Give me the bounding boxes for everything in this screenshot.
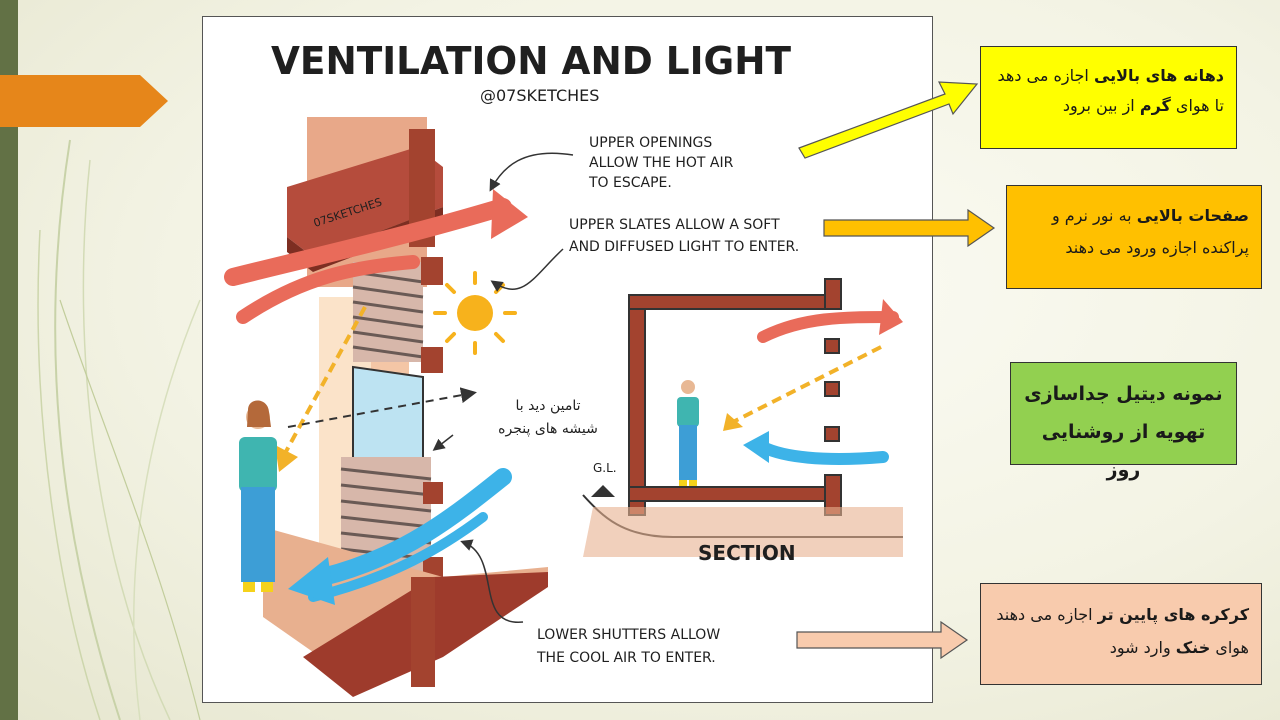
note-upper-openings-line3: TO ESCAPE. <box>588 175 672 191</box>
title-arrow-tab <box>0 75 168 127</box>
callout1-text1: اجازه می دهد تا هوای <box>997 66 1224 115</box>
callout-upper-openings: دهانه های بالایی اجازه می دهد تا هوای گر… <box>980 46 1237 149</box>
note-lower-shutters-line2: THE COOL AIR TO ENTER. <box>536 650 716 666</box>
section-label: SECTION <box>698 541 796 565</box>
note-upper-slates-line1: UPPER SLATES ALLOW A SOFT <box>569 217 780 233</box>
ventilation-sketch: VENTILATION AND LIGHT @07SKETCHES 07SKET… <box>202 16 933 703</box>
persian-view-note-line1: تامین دید با <box>515 398 581 414</box>
callout2-text1: به نور نرم و پراکنده اجازه ورود می دهند <box>1051 206 1249 257</box>
upper-slates <box>352 257 443 373</box>
callout4-text2: وارد شود <box>1109 638 1176 657</box>
ground-level-label: G.L. <box>593 461 617 475</box>
callout1-bold2: گرم <box>1139 96 1171 115</box>
sketch-title: VENTILATION AND LIGHT <box>271 39 791 83</box>
sketch-handle: @07SKETCHES <box>480 86 599 105</box>
persian-view-note: تامین دید با شیشه های پنجره <box>473 395 623 441</box>
callout-lower-shutters: کرکره های پایین تر اجازه می دهند هوای خن… <box>980 583 1262 685</box>
callout3-line1: نمونه دیتیل جداسازی <box>1024 383 1223 405</box>
side-bar <box>0 0 18 720</box>
callout3-line2: تهویه از روشنایی روز <box>1041 421 1206 481</box>
decorative-lines <box>37 139 201 720</box>
persian-view-note-line2: شیشه های پنجره <box>498 421 598 437</box>
section-drawing <box>582 278 903 557</box>
note-upper-openings-line1: UPPER OPENINGS <box>589 135 712 151</box>
note-upper-openings-line2: ALLOW THE HOT AIR <box>589 155 734 171</box>
arrow-to-box1 <box>798 81 979 159</box>
callout-upper-slates: صفحات بالایی به نور نرم و پراکنده اجازه … <box>1006 185 1262 289</box>
callout2-bold1: صفحات بالایی <box>1136 206 1249 225</box>
arrow-to-box4 <box>796 620 969 660</box>
sun-icon <box>433 271 517 355</box>
callout1-bold1: دهانه های بالایی <box>1093 66 1224 85</box>
callout4-bold1: کرکره های پایین تر <box>1097 605 1249 624</box>
callout-detail-title: نمونه دیتیل جداسازی تهویه از روشنایی روز <box>1010 362 1237 481</box>
person-figure-left <box>239 400 277 592</box>
note-upper-slates-line2: AND DIFFUSED LIGHT TO ENTER. <box>569 239 799 255</box>
arrow-to-box2 <box>823 208 996 248</box>
callout4-bold2: خنک <box>1175 638 1211 657</box>
callout1-text2: از بین برود <box>1062 96 1140 115</box>
callout4-text1: اجازه می دهند هوای <box>996 605 1249 657</box>
note-lower-shutters-line1: LOWER SHUTTERS ALLOW <box>537 627 720 643</box>
